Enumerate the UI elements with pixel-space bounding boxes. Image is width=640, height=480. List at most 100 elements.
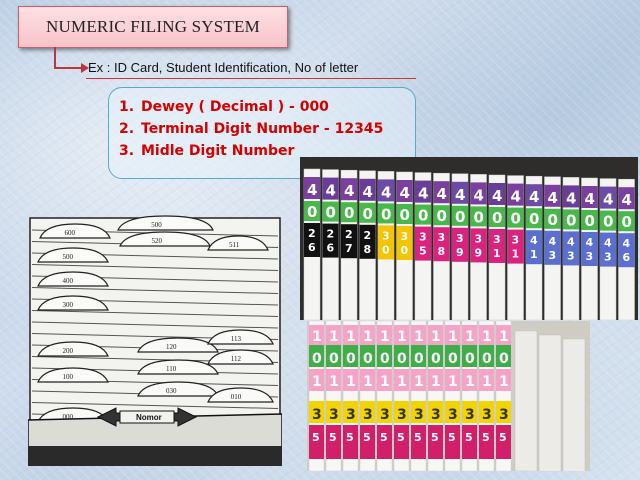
guide-tab — [37, 341, 109, 357]
label-digit: 4 — [530, 234, 538, 247]
color-band — [470, 182, 487, 205]
label-digit: 9 — [456, 246, 464, 259]
label-digit: 4 — [492, 187, 502, 205]
color-band — [496, 325, 511, 345]
label-digit: 0 — [431, 351, 441, 367]
label-digit: 1 — [329, 374, 339, 390]
label-digit: 1 — [448, 329, 458, 345]
color-band — [618, 233, 635, 268]
label-digit: 3 — [456, 232, 464, 245]
label-digit: 1 — [482, 374, 492, 390]
label-digit: 2 — [327, 228, 335, 241]
color-band — [415, 204, 431, 225]
color-band — [341, 202, 357, 223]
label-digit: 1 — [312, 374, 322, 390]
label-digit: 0 — [329, 351, 339, 367]
color-band — [341, 224, 357, 259]
label-digit: 3 — [401, 230, 409, 243]
color-band — [428, 401, 443, 423]
label-digit: 1 — [329, 329, 339, 345]
label-digit: 1 — [530, 248, 538, 261]
label-digit: 0 — [363, 351, 373, 367]
label-digit: 1 — [448, 374, 458, 390]
label-digit: 3 — [465, 407, 475, 423]
guide-tab — [137, 381, 219, 397]
color-band — [462, 345, 477, 367]
label-digit: 3 — [382, 229, 390, 242]
label-digit: 0 — [307, 203, 317, 221]
color-band — [470, 228, 487, 263]
color-band — [433, 227, 450, 262]
label-digit: 4 — [529, 188, 539, 206]
label-digit: 3 — [363, 407, 373, 423]
label-digit: 4 — [585, 190, 595, 208]
folder-shelf-photo-bottom: 1013510135101351013510135101351013510135… — [307, 321, 590, 471]
color-band — [479, 369, 494, 391]
color-band — [581, 232, 598, 266]
label-digit: 3 — [438, 231, 446, 244]
label-digit: 0 — [585, 212, 595, 230]
color-band — [433, 205, 450, 226]
color-band — [322, 201, 339, 222]
color-band — [309, 425, 324, 459]
color-band — [343, 345, 358, 367]
guide-tab — [137, 337, 219, 353]
label-digit: 0 — [418, 207, 428, 225]
label-digit: 4 — [604, 237, 612, 250]
color-band — [452, 205, 468, 226]
label-digit: 0 — [381, 205, 391, 223]
label-digit: 3 — [493, 233, 501, 246]
card-edge — [31, 310, 279, 317]
label-digit: 4 — [622, 191, 632, 209]
color-band — [394, 325, 409, 345]
color-band — [411, 325, 426, 345]
label-digit: 3 — [414, 407, 424, 423]
label-digit: 3 — [549, 249, 557, 262]
color-band — [394, 401, 409, 423]
label-digit: 0 — [344, 204, 354, 222]
color-band — [343, 425, 358, 459]
label-digit: 4 — [400, 184, 410, 202]
guide-tab — [207, 387, 274, 403]
color-band — [378, 203, 394, 224]
label-digit: 5 — [419, 245, 427, 258]
label-digit: 4 — [437, 185, 447, 203]
label-digit: 0 — [548, 211, 558, 229]
list-text: Dewey ( Decimal ) - 000 — [141, 99, 329, 115]
color-band — [322, 223, 339, 258]
label-digit: 3 — [482, 407, 492, 423]
types-list: 1.Dewey ( Decimal ) - 000 2.Terminal Dig… — [119, 96, 383, 162]
label-digit: 0 — [622, 213, 632, 231]
color-band — [489, 229, 505, 263]
guide-label: 112 — [231, 355, 242, 363]
label-digit: 1 — [431, 329, 441, 345]
color-band — [396, 204, 413, 224]
label-digit: 4 — [603, 191, 613, 209]
label-digit: 4 — [326, 182, 336, 200]
color-band — [452, 227, 468, 262]
label-digit: 3 — [329, 407, 339, 423]
label-digit: 1 — [397, 374, 407, 390]
label-digit: 2 — [345, 228, 353, 241]
color-band — [359, 202, 376, 223]
color-band — [526, 184, 542, 207]
color-band — [377, 325, 392, 345]
color-band — [489, 183, 505, 205]
color-band — [326, 325, 341, 345]
label-digit: 3 — [431, 407, 441, 423]
color-band — [309, 369, 324, 391]
label-digit: 0 — [499, 351, 509, 367]
